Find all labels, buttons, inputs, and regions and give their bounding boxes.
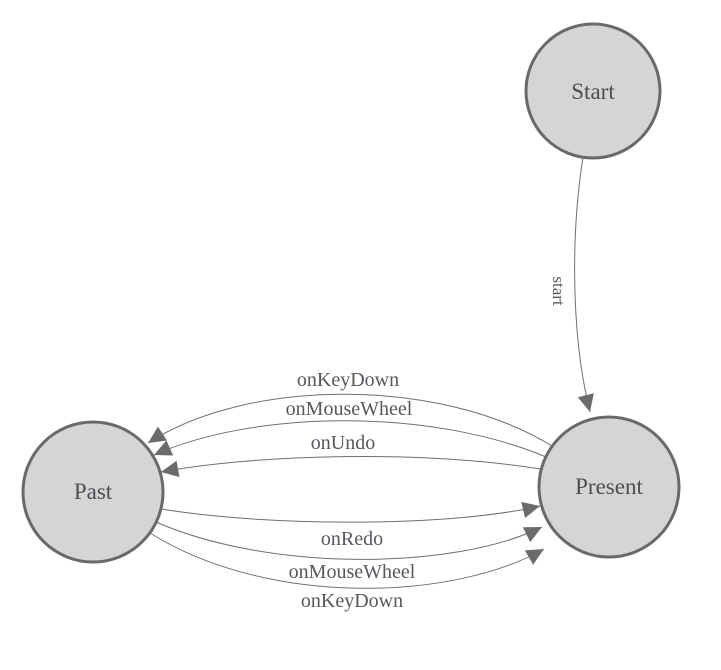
edge-label-onundo: onUndo bbox=[311, 432, 375, 454]
edge-line bbox=[153, 420, 547, 458]
state-node-past-circle bbox=[21, 420, 165, 564]
state-node-past: Past bbox=[21, 420, 165, 564]
edge-label-onmousewheel-2: onMouseWheel bbox=[289, 561, 416, 583]
state-node-past-label: Past bbox=[74, 479, 113, 504]
edge-line bbox=[147, 393, 553, 447]
edge-start-to-present: start bbox=[549, 156, 594, 413]
edge-line bbox=[160, 501, 541, 523]
state-node-present: Present bbox=[537, 415, 681, 559]
edge-line bbox=[574, 156, 594, 413]
edge-line bbox=[160, 456, 542, 478]
edge-past-to-present-onmousewheel: onMouseWheel bbox=[155, 521, 543, 583]
state-node-start-label: Start bbox=[571, 79, 615, 104]
edge-line bbox=[149, 532, 545, 589]
edge-present-to-past-onundo: onUndo bbox=[160, 432, 542, 478]
state-node-present-circle bbox=[537, 415, 681, 559]
edge-line bbox=[155, 521, 543, 560]
state-node-present-label: Present bbox=[575, 474, 643, 499]
edge-label-onmousewheel: onMouseWheel bbox=[286, 398, 413, 420]
edge-label-onkeydown: onKeyDown bbox=[297, 369, 399, 391]
edge-past-to-present-onkeydown: onKeyDown bbox=[149, 532, 545, 612]
state-node-start: Start bbox=[524, 22, 662, 160]
edge-label-start: start bbox=[549, 276, 568, 306]
edge-past-to-present-onredo: onRedo bbox=[160, 501, 541, 550]
edge-present-to-past-onkeydown: onKeyDown bbox=[147, 369, 553, 447]
edge-present-to-past-onmousewheel: onMouseWheel bbox=[153, 398, 547, 458]
edge-label-onredo: onRedo bbox=[321, 528, 383, 550]
state-node-start-circle bbox=[524, 22, 662, 160]
edge-label-onkeydown-2: onKeyDown bbox=[301, 590, 403, 612]
